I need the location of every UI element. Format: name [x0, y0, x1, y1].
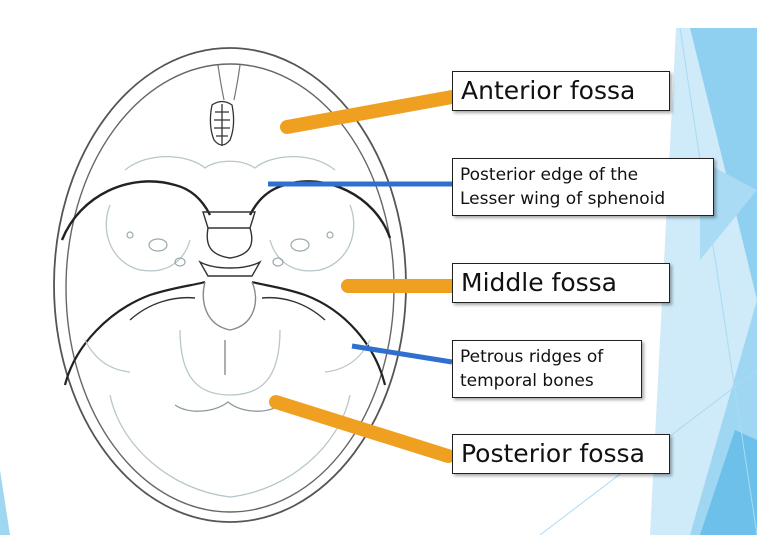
posterior-fossa-outline [109, 394, 351, 498]
occipital-protuberance [174, 401, 281, 412]
deco-arrow-lower [700, 430, 757, 535]
petrous-ridge-pointer [351, 343, 453, 365]
deco-panel-mid [690, 28, 757, 300]
petrous-ridge-right [251, 280, 387, 386]
cribriform-plate [209, 100, 235, 146]
petrous-ridges-label: Petrous ridges of temporal bones [452, 340, 642, 398]
anterior-fossa-label: Anterior fossa [452, 71, 670, 111]
petrous-ridges-text-line1: Petrous ridges of [460, 347, 604, 367]
slide-decoration [0, 27, 757, 535]
posterior-fossa-text: Posterior fossa [461, 439, 645, 468]
posterior-fossa-pointer [269, 395, 455, 463]
orbital-plate-outline [124, 155, 336, 171]
sella-turcica [198, 211, 262, 277]
petrous-ridge-right-inner [261, 296, 326, 321]
deco-arrow-upper [700, 160, 757, 260]
lesser-wing-left [60, 180, 212, 241]
clivus [202, 281, 257, 331]
petrous-ridges-text-line2: temporal bones [460, 371, 594, 391]
pointers [268, 90, 459, 463]
lesser-wing-right [248, 180, 392, 239]
lesser-wing-text-line2: Lesser wing of sphenoid [460, 189, 666, 209]
foramina [126, 231, 334, 267]
petrous-ridge-left [63, 280, 206, 386]
petrous-ridge-left-inner [129, 296, 196, 321]
anterior-fossa-text: Anterior fossa [461, 76, 636, 105]
temporal-margin-right [324, 339, 371, 373]
posterior-fossa-label: Posterior fossa [452, 434, 670, 474]
middle-fossa-text: Middle fossa [461, 268, 617, 297]
middle-fossa-label: Middle fossa [452, 263, 670, 303]
deco-left-sliver [0, 470, 10, 535]
foramen-magnum-outline [179, 329, 281, 396]
lesser-wing-text-line1: Posterior edge of the [460, 165, 639, 185]
deco-thin-line-1 [679, 27, 757, 535]
anterior-fossa-pointer [280, 90, 459, 134]
temporal-margin-left [84, 339, 131, 373]
middle-fossa-outline-right [269, 204, 355, 272]
middle-fossa-outline-left [105, 204, 191, 272]
frontal-crest [217, 64, 241, 101]
lesser-wing-label: Posterior edge of the Lesser wing of sph… [452, 158, 714, 216]
